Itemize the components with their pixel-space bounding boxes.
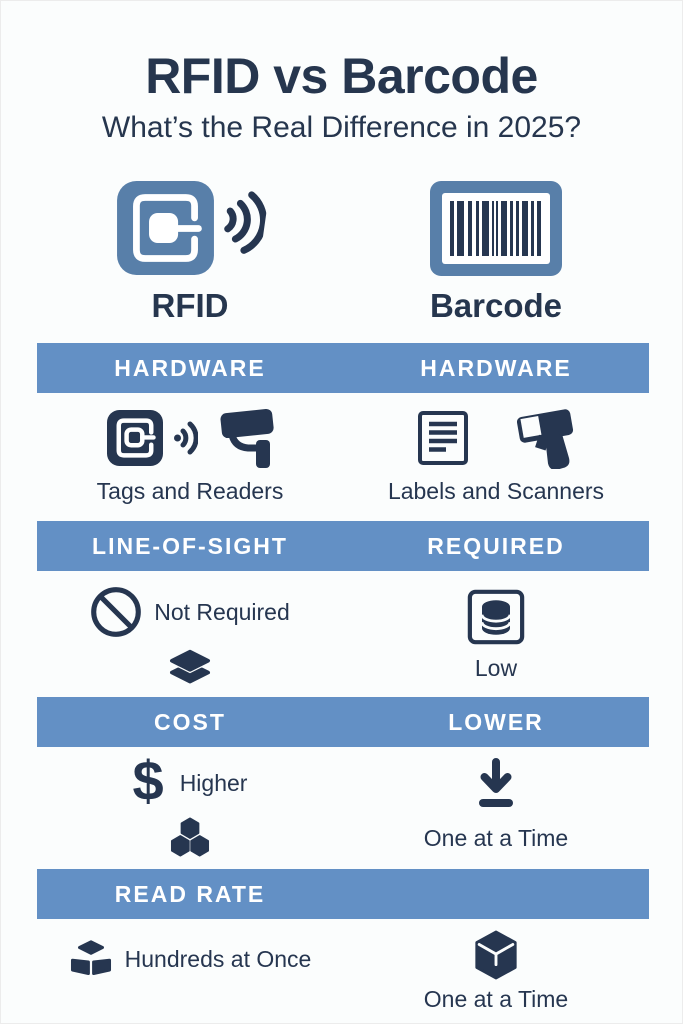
dollar-icon: $ <box>132 749 164 812</box>
read-volume-right-label: Low <box>474 654 518 681</box>
hardware-left-label: Tags and Readers <box>96 477 284 504</box>
layers-icon-wrap <box>37 647 343 689</box>
band-read-rate: READ RATE <box>37 869 649 919</box>
hardware-right-icons <box>343 407 649 469</box>
signal-waves-icon <box>223 191 267 254</box>
line-of-sight-left-fact: Not Required <box>37 585 343 639</box>
cost-left-label: Higher <box>179 769 248 796</box>
band-cost-right: LOWER <box>448 708 544 735</box>
layers-icon <box>170 649 210 684</box>
barcode-label: Barcode <box>429 287 563 324</box>
rfid-label: RFID <box>151 287 229 324</box>
download-icon-wrap <box>343 756 649 812</box>
band-line-of-sight: LINE-OF-SIGHT REQUIRED <box>37 521 649 571</box>
box-stack-icon <box>70 940 111 976</box>
cubes-icon <box>170 817 210 857</box>
page-subtitle: What’s the Real Difference in 2025? <box>101 111 582 144</box>
scanner-gun-icon <box>517 409 574 469</box>
band-hardware: HARDWARE HARDWARE <box>37 343 649 393</box>
signal-waves-icon <box>173 421 198 455</box>
barcode-icon <box>430 180 562 276</box>
read-rate-right-label: One at a Time <box>423 985 569 1012</box>
cubes-icon-wrap <box>37 815 343 859</box>
read-rate-left-fact: Hundreds at Once <box>37 933 343 985</box>
database-icon-wrap <box>343 588 649 646</box>
band-line-of-sight-right: REQUIRED <box>427 532 565 559</box>
hero-barcode <box>343 178 649 278</box>
line-of-sight-left-label: Not Required <box>154 598 290 625</box>
page-title: RFID vs Barcode <box>145 48 538 104</box>
cube-icon <box>475 930 517 980</box>
band-read-rate-left: READ RATE <box>114 880 266 907</box>
cost-left-fact: $ Higher <box>37 749 343 812</box>
rfid-tag-with-signal-waves-icon <box>116 181 214 275</box>
handheld-reader-icon <box>219 408 274 468</box>
band-hardware-left: HARDWARE <box>114 354 266 381</box>
read-rate-left-label: Hundreds at Once <box>124 945 312 972</box>
hardware-right-label: Labels and Scanners <box>387 477 605 504</box>
band-line-of-sight-left: LINE-OF-SIGHT <box>92 532 288 559</box>
band-cost: COST LOWER <box>37 697 649 747</box>
scan-speed-right-label: One at a Time <box>423 824 569 851</box>
cube-icon-wrap <box>343 929 649 981</box>
label-document-icon <box>418 411 468 465</box>
prohibited-icon <box>91 587 142 637</box>
hardware-left-icons <box>37 407 343 469</box>
band-cost-left: COST <box>154 708 226 735</box>
hero-rfid <box>37 178 343 278</box>
rfid-tag-icon <box>106 410 163 466</box>
band-hardware-right: HARDWARE <box>420 354 572 381</box>
download-arrow-icon <box>479 758 513 807</box>
band-read-rate-right <box>343 869 649 919</box>
database-icon <box>467 589 525 645</box>
